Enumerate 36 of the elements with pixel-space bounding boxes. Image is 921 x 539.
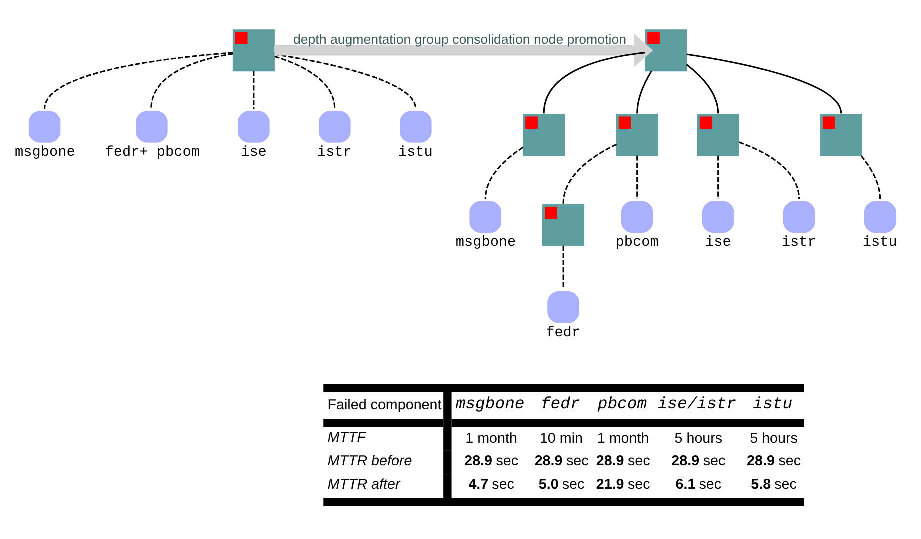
label: 21.9 sec [596,476,650,493]
label: MTTF [328,429,366,446]
node-label: ise [241,144,267,160]
label: msgbone [456,394,525,414]
node-label: msgbone [15,144,76,160]
label: 28.9 sec [672,453,726,470]
label: fedr [540,394,580,414]
label: 4.7 sec [468,476,514,493]
node-label: fedr [546,324,581,341]
node-label: istu [862,234,898,251]
label: 28.9 sec [534,453,589,470]
label: 5.8 sec [751,476,797,493]
label: 1 month [466,430,518,446]
node-label: istr [782,234,816,251]
label: 5 hours [750,430,798,446]
label: 5.0 sec [538,476,585,493]
label: 28.9 sec [747,453,802,470]
node-label: pbcom [616,234,659,251]
label: istu [753,394,793,414]
label: 28.9 sec [464,453,519,470]
node-label: fedr+ pbcom [105,144,200,160]
label: 1 month [597,430,650,446]
node-label: msgbone [456,234,516,251]
node-label: istu [398,144,433,160]
label: 28.9 sec [596,453,650,470]
node-label: istr [317,144,352,160]
edge-label: depth augmentation group consolidation node promotion [293,31,627,46]
label: 10 min [540,430,584,446]
label: MTTR after [328,476,400,493]
node-label: ise [706,234,732,251]
label: Failed component [328,397,442,414]
label: 5 hours [674,430,723,446]
label: ise/istr [658,394,737,414]
label: MTTR before [328,453,412,470]
label: pbcom [598,394,648,414]
label: 6.1 sec [676,476,722,493]
